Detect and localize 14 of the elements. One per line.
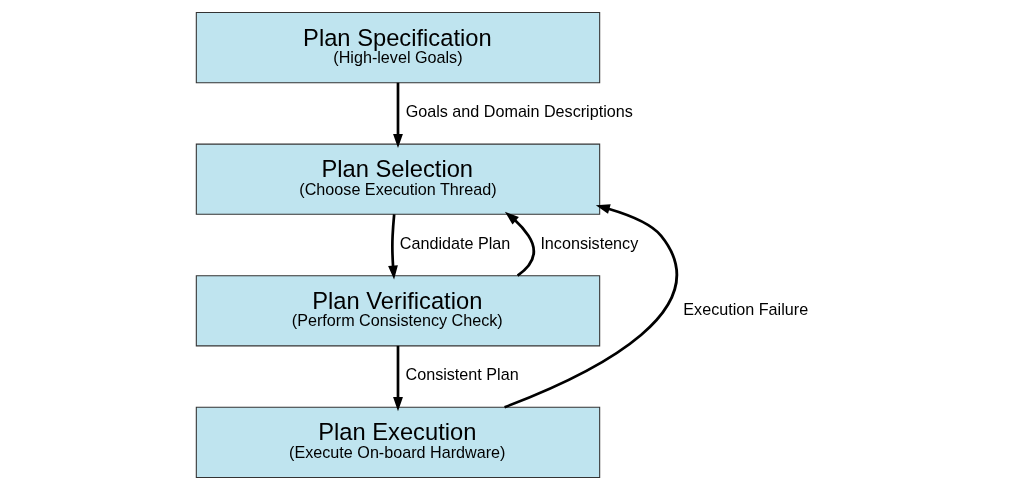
edge-label: Consistent Plan [405, 365, 519, 384]
arrow [504, 204, 678, 409]
node-box: Plan Selection (Choose Execution Thread) [195, 143, 601, 215]
node-box: Plan Verification (Perform Consistency Check) [195, 275, 601, 347]
edge-label: Execution Failure [683, 299, 809, 318]
arrow [393, 82, 403, 148]
node-box: Plan Execution (Execute On-board Hardware) [195, 406, 601, 478]
edge-label: Goals and Domain Descriptions [405, 102, 633, 121]
arrow [393, 345, 403, 412]
edge-label: Inconsistency [540, 233, 639, 252]
edge-label: Candidate Plan [399, 233, 511, 252]
arrow [504, 211, 536, 277]
arrow [388, 214, 398, 280]
node-box: Plan Specification (High-level Goals) [195, 12, 601, 84]
